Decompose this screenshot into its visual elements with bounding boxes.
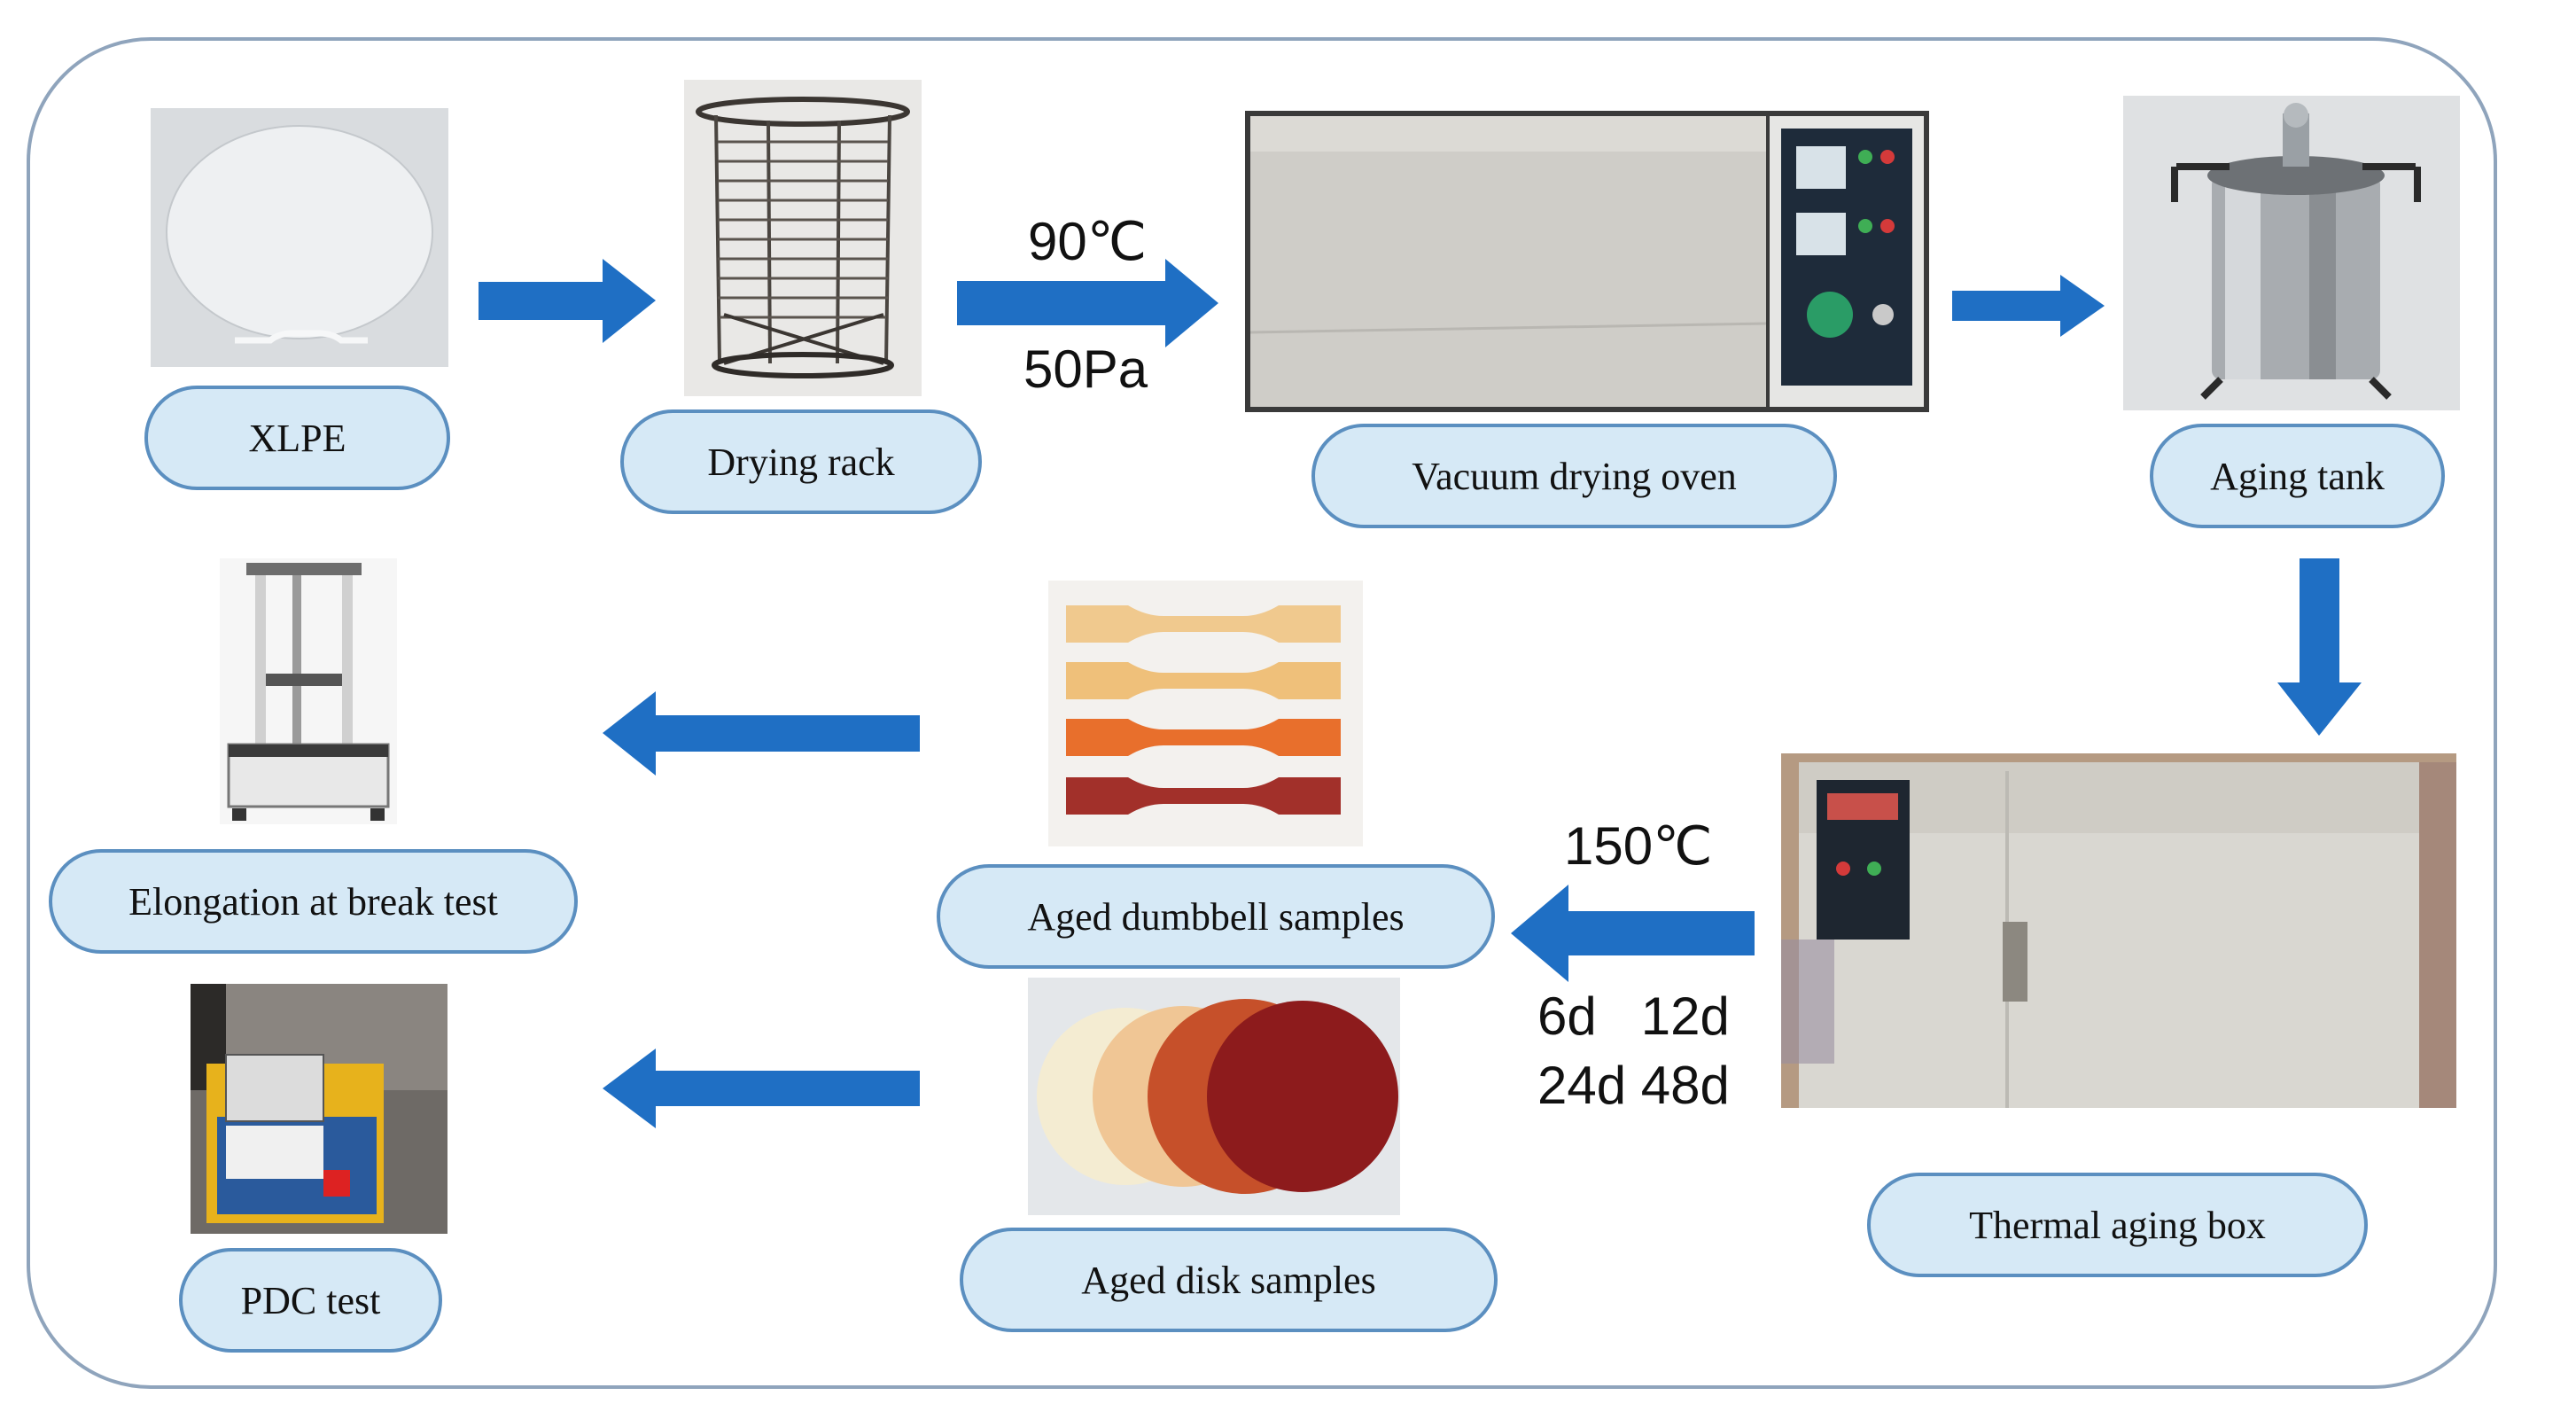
aging-times-row1: 6d 12d: [1537, 986, 1730, 1046]
label-xlpe: XLPE: [144, 386, 450, 490]
drying-pressure: 50Pa: [1023, 339, 1148, 399]
aging-temperature: 150℃: [1564, 816, 1713, 876]
label-vacuum-drying-oven: Vacuum drying oven: [1311, 424, 1837, 528]
aging-times-row2: 24d 48d: [1537, 1056, 1730, 1115]
diagram-frame: [27, 37, 2497, 1389]
label-thermal-aging-box: Thermal aging box: [1867, 1173, 2368, 1277]
arrow-left-thermal: [1511, 885, 1755, 982]
label-aged-dumbbell-samples: Aged dumbbell samples: [937, 864, 1495, 969]
xlpe-photo: [151, 108, 448, 367]
pdc-test-photo: [191, 984, 447, 1234]
label-drying-rack: Drying rack: [620, 409, 982, 514]
label-pdc-test: PDC test: [179, 1248, 442, 1353]
arrow-right-1: [479, 259, 656, 343]
label-aging-tank: Aging tank: [2150, 424, 2445, 528]
label-aged-disk-samples: Aged disk samples: [960, 1228, 1498, 1332]
drying-rack-photo: [684, 80, 922, 396]
arrow-left-disk: [603, 1049, 920, 1128]
elongation-tester-photo: [220, 558, 397, 824]
arrow-right-2: [957, 259, 1218, 347]
label-elongation-at-break-test: Elongation at break test: [49, 849, 578, 954]
aging-tank-photo: [2123, 96, 2460, 410]
vacuum-oven-photo: [1245, 111, 1929, 412]
aged-dumbbell-samples-photo: [1048, 581, 1363, 846]
aged-disk-samples-photo: [1028, 978, 1400, 1215]
drying-temperature: 90℃: [1028, 212, 1148, 271]
thermal-aging-box-photo: [1781, 753, 2456, 1108]
arrow-left-dumbbell: [603, 691, 920, 776]
arrow-down: [2277, 558, 2362, 736]
arrow-right-3: [1952, 275, 2105, 337]
